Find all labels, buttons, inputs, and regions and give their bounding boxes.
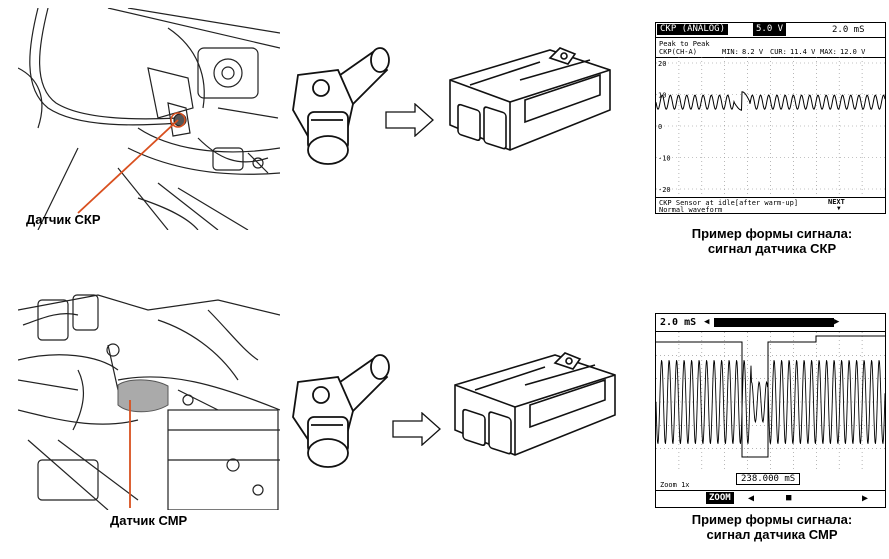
ckp-scope-screen: CKP (ANALOG) 5.0 V 2.0 mS Peak to Peak C… bbox=[655, 22, 886, 214]
ckp-sensor-label: Датчик СКР bbox=[26, 212, 101, 227]
cmp-scroll-left-icon[interactable]: ◀ bbox=[704, 317, 710, 327]
ckp-next-arrow-icon[interactable]: ▼ bbox=[837, 205, 841, 212]
ckp-y-tick-label: 20 bbox=[658, 60, 666, 68]
ckp-footer-line1: CKP Sensor at idle[after warm-up] bbox=[659, 199, 799, 207]
cmp-scroll-bar[interactable] bbox=[714, 318, 834, 327]
ckp-max-value: 12.0 V bbox=[840, 48, 866, 56]
arrow-right-icon bbox=[385, 102, 434, 138]
cmp-sensor-drawing bbox=[283, 347, 393, 477]
cmp-waveform-plot bbox=[656, 332, 885, 472]
cmp-scope-screen: 2.0 mS ◀ ▶ 238.000 mS Zoom 1x ZOOM ◀ ■ ▶ bbox=[655, 313, 886, 508]
ckp-max-label: MAX: bbox=[820, 48, 837, 56]
ckp-engine-photo bbox=[17, 7, 281, 231]
sensor-drawing-icon bbox=[292, 354, 390, 468]
cmp-zoom-button[interactable]: ZOOM bbox=[706, 492, 734, 504]
ckp-scope-volts[interactable]: 5.0 V bbox=[753, 23, 787, 36]
cmp-nav-mid-icon[interactable]: ■ bbox=[786, 493, 792, 503]
ckp-scope-timebase[interactable]: 2.0 mS bbox=[832, 25, 865, 35]
cmp-sensor-label: Датчик СМР bbox=[110, 513, 188, 528]
cmp-caption: Пример формы сигнала: сигнал датчика СМР bbox=[660, 512, 884, 542]
engine-photo-icon bbox=[17, 294, 281, 511]
cmp-scope-header: 2.0 mS ◀ ▶ bbox=[656, 314, 885, 332]
sensor-drawing-icon bbox=[292, 47, 390, 165]
cmp-nav-right-icon[interactable]: ▶ bbox=[862, 493, 869, 504]
ckp-sensor-drawing bbox=[283, 40, 393, 180]
cmp-nav-left-icon[interactable]: ◀ bbox=[748, 493, 755, 504]
ckp-caption-line1: Пример формы сигнала: bbox=[691, 226, 853, 241]
ckp-scope-mode[interactable]: CKP (ANALOG) bbox=[657, 24, 729, 35]
cmp-caption-line1: Пример формы сигнала: bbox=[691, 512, 853, 527]
ckp-y-tick-label: -10 bbox=[658, 155, 671, 163]
ckp-measure-title: Peak to Peak bbox=[659, 40, 710, 48]
ecu-drawing-icon bbox=[454, 352, 616, 456]
ckp-arrow bbox=[385, 102, 435, 142]
cmp-caption-line2: сигнал датчика СМР bbox=[706, 527, 838, 542]
ckp-scope-header: CKP (ANALOG) 5.0 V 2.0 mS bbox=[656, 23, 885, 38]
cmp-scope-timebase[interactable]: 2.0 mS bbox=[660, 317, 697, 328]
ckp-min-label: MIN: bbox=[722, 48, 739, 56]
cmp-engine-photo bbox=[17, 290, 281, 511]
ckp-caption-line2: сигнал датчика СКР bbox=[707, 241, 837, 256]
ckp-caption: Пример формы сигнала: сигнал датчика СКР bbox=[660, 226, 884, 256]
ckp-cur-label: CUR: bbox=[770, 48, 787, 56]
ckp-next-button[interactable]: NEXT bbox=[828, 198, 845, 206]
ckp-ecu-drawing bbox=[440, 40, 615, 160]
ckp-footer-line2: Normal waveform bbox=[659, 206, 723, 214]
ckp-y-tick-label: 0 bbox=[658, 123, 662, 131]
cmp-cursor-time: 238.000 mS bbox=[736, 473, 801, 485]
engine-photo-icon bbox=[17, 7, 281, 231]
cmp-scroll-right-icon[interactable]: ▶ bbox=[834, 317, 840, 327]
ckp-min-value: 8.2 V bbox=[742, 48, 764, 56]
cmp-ecu-drawing bbox=[445, 345, 620, 465]
ckp-cur-value: 11.4 V bbox=[790, 48, 816, 56]
cmp-zoom-factor: Zoom 1x bbox=[660, 481, 690, 489]
cmp-arrow bbox=[392, 411, 442, 451]
ecu-drawing-icon bbox=[449, 47, 611, 151]
ckp-channel: CKP(CH-A) bbox=[659, 48, 697, 56]
arrow-right-icon bbox=[392, 411, 441, 447]
ckp-y-tick-label: -20 bbox=[658, 186, 671, 194]
